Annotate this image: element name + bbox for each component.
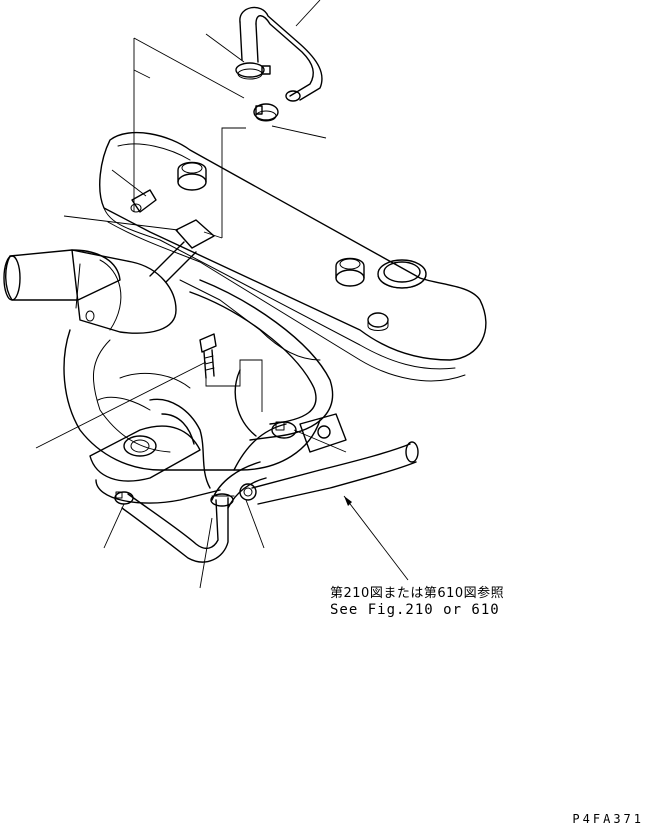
breather-tube (149, 241, 197, 283)
engine-block (63, 279, 321, 504)
water-outlet-housing (3, 249, 177, 334)
drawing-code: P4FA371 (572, 812, 644, 826)
lower-water-hose (121, 461, 267, 563)
breather-connector (175, 219, 215, 249)
water-pump-fitting (299, 413, 347, 453)
reference-note-english: See Fig.210 or 610 (330, 602, 500, 618)
hose-clamp-middle (253, 103, 279, 122)
hose-clamp-lower-left (114, 491, 134, 505)
stud-bolt (199, 333, 217, 379)
upper-breather-hose (239, 6, 323, 102)
hose-clamp-lower-right (239, 483, 257, 501)
cover-bolt-left (177, 161, 207, 191)
hose-clamp-lower-center (210, 493, 235, 507)
cover-plug (367, 312, 389, 331)
breather-nipple (130, 189, 157, 213)
cover-bolt-right (335, 257, 365, 287)
hose-clamp-right (271, 421, 297, 439)
hose-clamp-upper (235, 62, 271, 80)
bypass-hose (233, 423, 419, 505)
cylinder-head-cover (99, 132, 487, 382)
reference-note-japanese: 第210図または第610図参照 (330, 586, 505, 601)
leader-lines (35, 0, 409, 589)
oil-filler-cap (377, 259, 427, 289)
water-hose-main (149, 279, 334, 489)
